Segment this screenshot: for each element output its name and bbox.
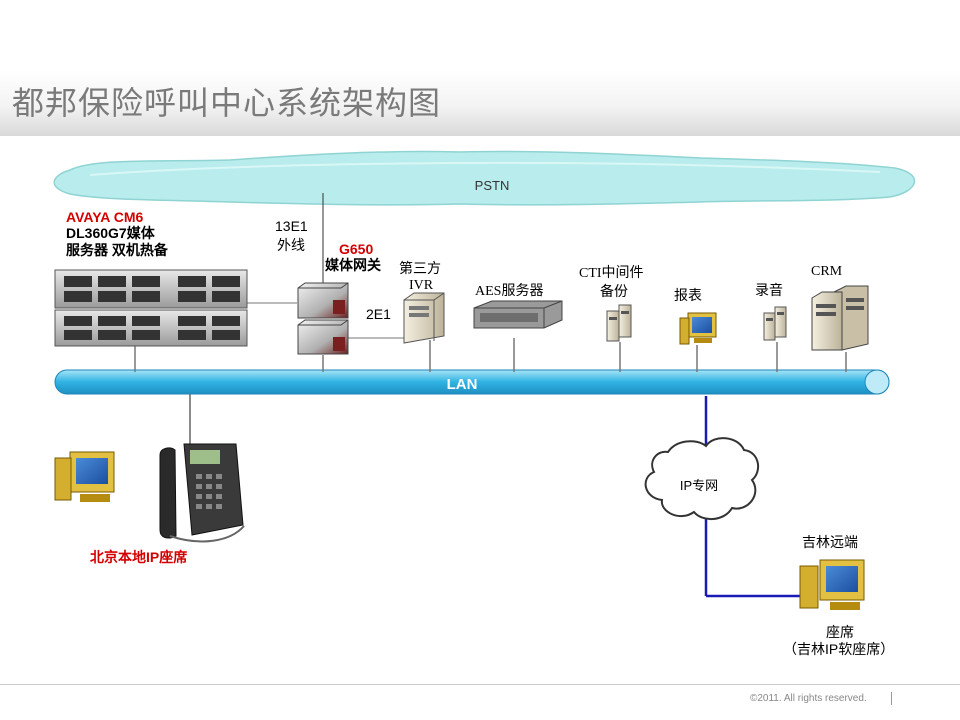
aes-label: AES服务器 (475, 284, 544, 299)
avaya-cm6-servers (54, 269, 248, 347)
page-title: 都邦保险呼叫中心系统架构图 (12, 84, 442, 122)
lan-label: LAN (447, 376, 478, 393)
jilin-workstation-icon (799, 559, 865, 610)
beijing-workstation-icon (54, 451, 115, 502)
footer-copyright: ©2011. All rights reserved. (750, 693, 867, 704)
pstn-cloud (53, 150, 916, 206)
remote-link (704, 396, 802, 598)
crm-server-icon (811, 285, 869, 351)
footer-separator (891, 692, 892, 705)
cti-label-line1: CTI中间件 (579, 266, 644, 281)
cti-server-icon (606, 304, 632, 342)
e1-13-label-line1: 13E1 (275, 218, 308, 234)
dl360-label-line1: DL360G7媒体 (66, 225, 155, 241)
third-party-label-line2: IVR (409, 278, 434, 293)
report-workstation-icon (679, 312, 717, 345)
ip-network-cloud (644, 437, 760, 520)
beijing-seat-label: 北京本地IP座席 (90, 549, 188, 565)
lan-connectors (134, 338, 847, 372)
ip-phone-icon (159, 443, 245, 543)
footer-divider (0, 684, 960, 685)
recording-server-icon (763, 306, 787, 341)
third-party-label-line1: 第三方 (399, 260, 441, 276)
title-band (0, 70, 960, 136)
recording-label: 录音 (755, 282, 783, 298)
jilin-seat-label-line2: （吉林IP软座席） (783, 641, 895, 657)
report-label: 报表 (674, 287, 702, 303)
lan-bar (54, 369, 890, 395)
e1-2-label: 2E1 (366, 306, 391, 322)
pstn-label: PSTN (475, 178, 510, 193)
dl360-label-line2: 服务器 双机热备 (66, 242, 168, 258)
g650-label: G650 (339, 241, 374, 257)
e1-13-label-line2: 外线 (277, 237, 305, 253)
ivr-server-icon (403, 292, 445, 344)
cti-label-line2: 备份 (600, 285, 628, 300)
g650-gateway-icon (297, 282, 349, 355)
avaya-cm6-label: AVAYA CM6 (66, 209, 144, 225)
jilin-remote-label: 吉林远端 (802, 534, 858, 550)
crm-label: CRM (811, 264, 843, 279)
media-gateway-label: 媒体网关 (325, 257, 381, 273)
jilin-seat-label-line1: 座席 (826, 624, 854, 640)
ip-network-label: IP专网 (680, 478, 718, 493)
aes-server-icon (473, 300, 563, 329)
